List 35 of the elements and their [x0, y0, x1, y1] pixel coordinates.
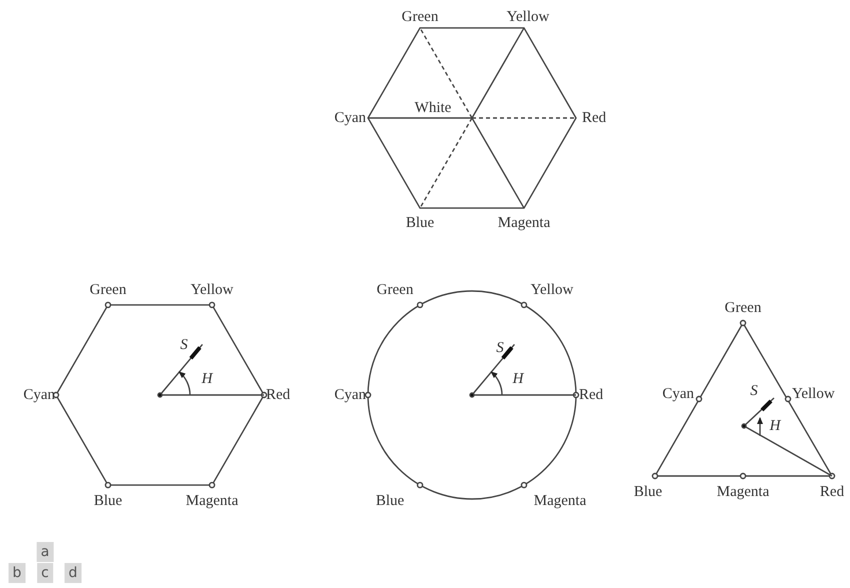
vertex-label: Green — [376, 282, 414, 298]
vertex-label: Yellow — [792, 386, 835, 402]
vertex-label: Green — [724, 300, 762, 316]
vertex-label: Magenta — [716, 484, 770, 500]
vertex-label: Blue — [376, 493, 404, 509]
center-label: White — [414, 100, 452, 116]
vertex-label: Yellow — [506, 9, 550, 25]
vertex-label: Red — [266, 387, 290, 403]
saturation-label: S — [180, 337, 188, 353]
vertex-label: Magenta — [534, 493, 586, 509]
panel-letter: a — [36, 542, 54, 562]
vertex-label: Cyan — [334, 110, 366, 126]
vertex-label: Yellow — [190, 282, 234, 298]
saturation-label: S — [496, 340, 504, 356]
saturation-label: S — [750, 383, 758, 399]
vertex-label: Green — [402, 9, 438, 25]
vertex-label: Blue — [406, 215, 434, 231]
vertex-label: Red — [582, 110, 606, 126]
vertex-label: Cyan — [662, 386, 694, 402]
vertex-label: Green — [90, 282, 126, 298]
vertex-label: Yellow — [530, 282, 574, 298]
vertex-label: Red — [820, 484, 844, 500]
panel-letter: b — [8, 563, 26, 583]
vertex-label: Magenta — [498, 215, 550, 231]
vertex-label: Cyan — [23, 387, 55, 403]
panel-letter: c — [37, 563, 53, 583]
vertex-label: Blue — [634, 484, 662, 500]
panel-letter: d — [64, 563, 82, 583]
hue-label: H — [202, 371, 212, 387]
vertex-label: Magenta — [186, 493, 238, 509]
hue-label: H — [512, 371, 524, 387]
vertex-label: Cyan — [334, 387, 366, 403]
vertex-label: Red — [579, 387, 604, 403]
hue-label: H — [770, 418, 780, 434]
vertex-label: Blue — [94, 493, 122, 509]
